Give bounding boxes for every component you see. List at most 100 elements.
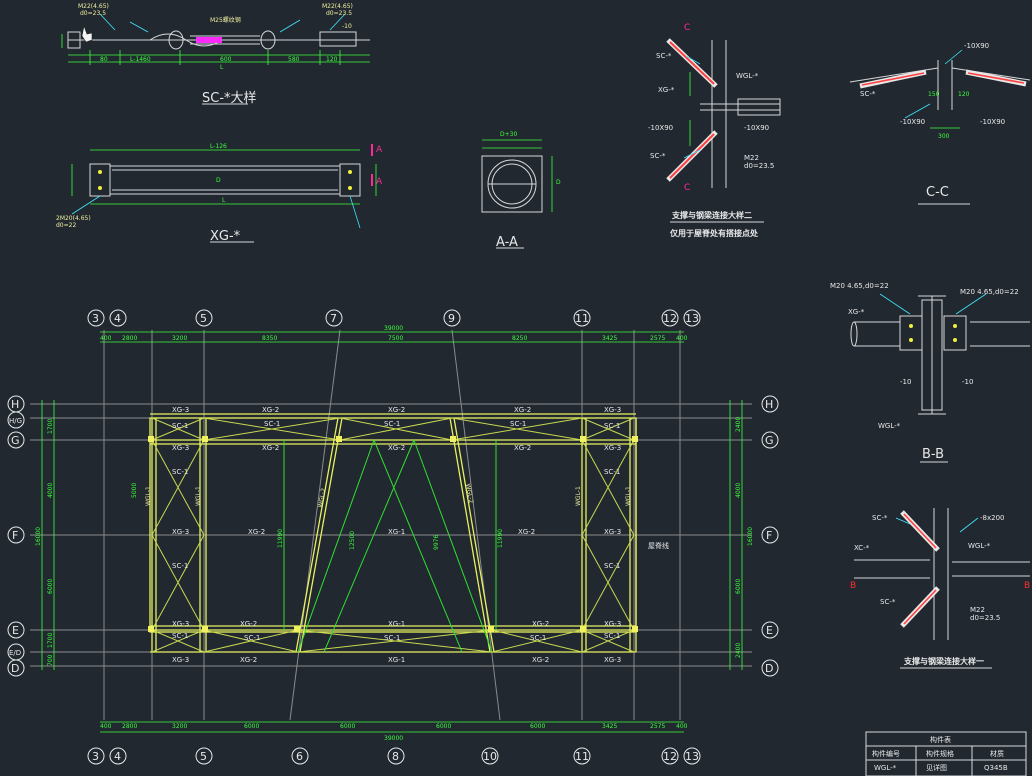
bottom-axis-10: 10 <box>483 750 497 763</box>
plan-xg2-top-2: XG-2 <box>388 406 405 414</box>
joint1-sc-top-label: SC-* <box>872 514 888 522</box>
plan-xg2-g-2: XG-2 <box>388 444 405 452</box>
cc-120-dim: 120 <box>958 91 970 98</box>
plan-xg2-g-1: XG-2 <box>262 444 279 452</box>
plan-sc1-e-3: SC-1 <box>530 634 546 642</box>
plan-xg3-g-right: XG-3 <box>604 444 621 452</box>
right-axis-bubbles <box>761 395 779 677</box>
sc-p10-label: -10 <box>342 23 352 30</box>
joint1-p8-label: -8x200 <box>980 514 1004 522</box>
table-title: 构件表 <box>930 735 951 744</box>
sc-120-dim: 120 <box>326 56 338 63</box>
cc-p10x90-bottom: -10X90 <box>900 118 925 126</box>
plan-dim-11990-left: 11990 <box>277 529 284 548</box>
bottom-dim-5: 6000 <box>436 723 451 730</box>
bottom-dim-0: 400 <box>100 723 112 730</box>
plan-xg2-g-3: XG-2 <box>514 444 531 452</box>
top-dim-2: 3200 <box>172 335 187 342</box>
top-axis-7: 7 <box>330 312 337 325</box>
right-axis-d: D <box>765 662 773 675</box>
top-dim-8: 400 <box>676 335 688 342</box>
xg-l-dim: L <box>222 197 226 204</box>
left-dim-0: 1700 <box>47 419 54 434</box>
top-axis-bubbles <box>87 309 701 327</box>
top-axis-3: 3 <box>92 312 99 325</box>
table-row1-spec: 见详图 <box>926 763 947 772</box>
sc-m22-right-label: M22(4.65) <box>322 3 353 10</box>
joint1-wgl-label: WGL-* <box>968 542 991 550</box>
xg-detail-title: XG-* <box>210 229 241 244</box>
top-axis-13: 13 <box>685 312 699 325</box>
bottom-dim-1: 2800 <box>122 723 137 730</box>
xg-bolt-label: 2M20(4.65) <box>56 215 91 222</box>
plan-wgl1-left-a: WGL-1 <box>145 486 152 506</box>
joint2-p10-left: -10X90 <box>648 124 673 132</box>
bottom-dim-7: 3425 <box>602 723 617 730</box>
cc-150-dim: 150 <box>928 91 940 98</box>
joint2-xg-label: XG-* <box>658 86 675 94</box>
joint2-sc-top-label: SC-* <box>656 52 672 60</box>
top-dim-5: 8250 <box>512 335 527 342</box>
plan-sc1-e-1: SC-1 <box>244 634 260 642</box>
right-dim-1: 4000 <box>735 483 742 498</box>
right-dim-total: 16000 <box>747 527 754 546</box>
bottom-dim-2: 3200 <box>172 723 187 730</box>
bottom-axis-6: 6 <box>296 750 303 763</box>
sc-l-minus-dim: L-1460 <box>130 56 151 63</box>
bottom-dim-4: 6000 <box>340 723 355 730</box>
bb-p10-left: -10 <box>900 378 911 386</box>
bottom-axis-8: 8 <box>392 750 399 763</box>
plan-wgl2-left: WGL-2 <box>317 487 327 508</box>
sc-m25-label: M25螺纹钢 <box>210 16 241 24</box>
left-dim-3: 1700 <box>47 633 54 648</box>
bottom-dim-9: 400 <box>676 723 688 730</box>
top-dim-total: 39000 <box>384 325 403 332</box>
joint1-section-b-left: B <box>850 581 856 591</box>
left-axis-d: D <box>11 662 19 675</box>
plan-sc1-right-1: SC-1 <box>604 468 620 476</box>
bottom-dim-8: 2575 <box>650 723 665 730</box>
plan-xg2-d-3: XG-2 <box>532 656 549 664</box>
top-dim-3: 8350 <box>262 335 277 342</box>
right-dim-0: 2400 <box>735 417 742 432</box>
plan-xg3-top-left: XG-3 <box>172 406 189 414</box>
plan-sc1-left-1: SC-1 <box>172 468 188 476</box>
left-axis-f: F <box>12 529 18 542</box>
section-bb-title: B-B <box>922 447 944 462</box>
joint2-drawing <box>666 38 781 188</box>
top-dim-4: 7500 <box>388 335 403 342</box>
plan-sc1-right-2: SC-1 <box>604 562 620 570</box>
section-bb-drawing <box>850 293 1030 415</box>
top-dim-6: 3425 <box>602 335 617 342</box>
joint1-section-b-right: B <box>1024 581 1030 591</box>
bb-xg-label: XG-* <box>848 308 865 316</box>
left-dim-2: 6000 <box>47 579 54 594</box>
plan-sc1-e-2: SC-1 <box>384 634 400 642</box>
right-dim-3: 2400 <box>735 643 742 658</box>
cc-p10x90-top: -10X90 <box>964 42 989 50</box>
member-table <box>865 731 1027 776</box>
joint1-title: 支撑与钢梁连接大样一 <box>903 656 984 666</box>
joint1-drawing <box>854 508 1030 640</box>
plan-xg3-d-left: XG-3 <box>172 656 189 664</box>
plan-xg3-f-left: XG-3 <box>172 528 189 536</box>
joint1-xc-label: XC-* <box>854 544 870 552</box>
table-header-id: 构件编号 <box>872 749 900 758</box>
plan-members <box>148 413 638 653</box>
section-aa-drawing <box>481 139 553 213</box>
sc-l-dim: L <box>220 64 224 71</box>
left-dim-1: 4000 <box>47 483 54 498</box>
xg-l126-dim: L-126 <box>210 143 227 150</box>
right-dim-2: 6000 <box>735 579 742 594</box>
plan-xg2-d-1: XG-2 <box>240 656 257 664</box>
plan-xg3-g-left: XG-3 <box>172 444 189 452</box>
left-axis-ed: E/D <box>9 649 21 657</box>
aa-d-dim: D <box>556 179 561 186</box>
sc-d0-right-label: d0=23.5 <box>326 10 352 17</box>
joint2-wgl-label: WGL-* <box>736 72 759 80</box>
top-axis-4: 4 <box>114 312 121 325</box>
plan-wgl1-left-b: WGL-1 <box>195 486 202 506</box>
plan-dim-9976: 9976 <box>433 535 440 550</box>
sc-80-dim: 80 <box>100 56 108 63</box>
